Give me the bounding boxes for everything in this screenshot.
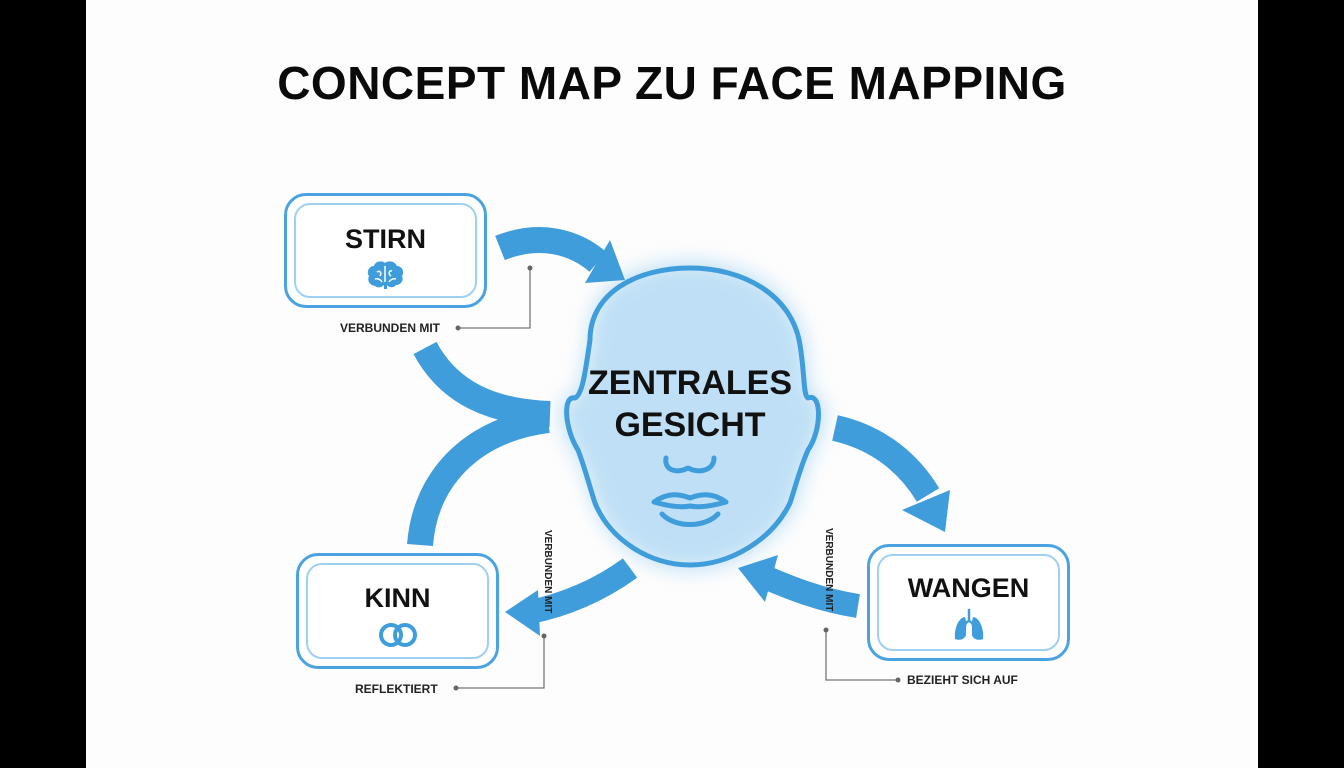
- center-line-1: ZENTRALES: [588, 364, 792, 402]
- center-line-2: GESICHT: [614, 406, 766, 444]
- link-rings-icon: [374, 620, 422, 655]
- arrow-stirn-to-face: [495, 227, 625, 283]
- center-face-label: ZENTRALES GESICHT: [540, 362, 840, 446]
- node-stirn-label: STIRN: [345, 224, 426, 254]
- relation-label-kinn: REFLEKTIERT: [355, 682, 438, 696]
- node-kinn-inner-border: [306, 563, 489, 659]
- arc-stirn-to-face-left: [413, 341, 551, 427]
- arrow-wangen-to-face: [738, 555, 860, 618]
- node-stirn[interactable]: STIRN: [284, 193, 487, 308]
- node-wangen[interactable]: WANGEN: [867, 544, 1070, 661]
- face-outline: [564, 265, 821, 568]
- relation-label-wangen-side: VERBUNDEN MIT: [823, 528, 834, 612]
- node-stirn-inner-border: [294, 203, 477, 298]
- connector-dots: [453, 265, 901, 691]
- node-wangen-label: WANGEN: [907, 573, 1030, 603]
- lungs-icon: [952, 607, 986, 648]
- arc-face-to-kinn-left: [407, 407, 550, 547]
- arrow-face-to-wangen: [831, 415, 950, 532]
- page-title: CONCEPT MAP ZU FACE MAPPING: [277, 57, 1067, 109]
- node-kinn-label: KINN: [364, 583, 431, 613]
- connector-lines: [456, 268, 898, 689]
- node-wangen-inner-border: [877, 554, 1060, 651]
- face-glow: [560, 262, 825, 570]
- node-kinn[interactable]: KINN: [296, 553, 499, 669]
- relation-label-kinn-side: VERBUNDEN MIT: [542, 530, 553, 614]
- brain-icon: [365, 258, 407, 295]
- relation-label-wangen: BEZIEHT SICH AUF: [907, 673, 1018, 687]
- relation-label-stirn: VERBUNDEN MIT: [340, 321, 441, 335]
- arrow-face-to-kinn: [505, 558, 638, 636]
